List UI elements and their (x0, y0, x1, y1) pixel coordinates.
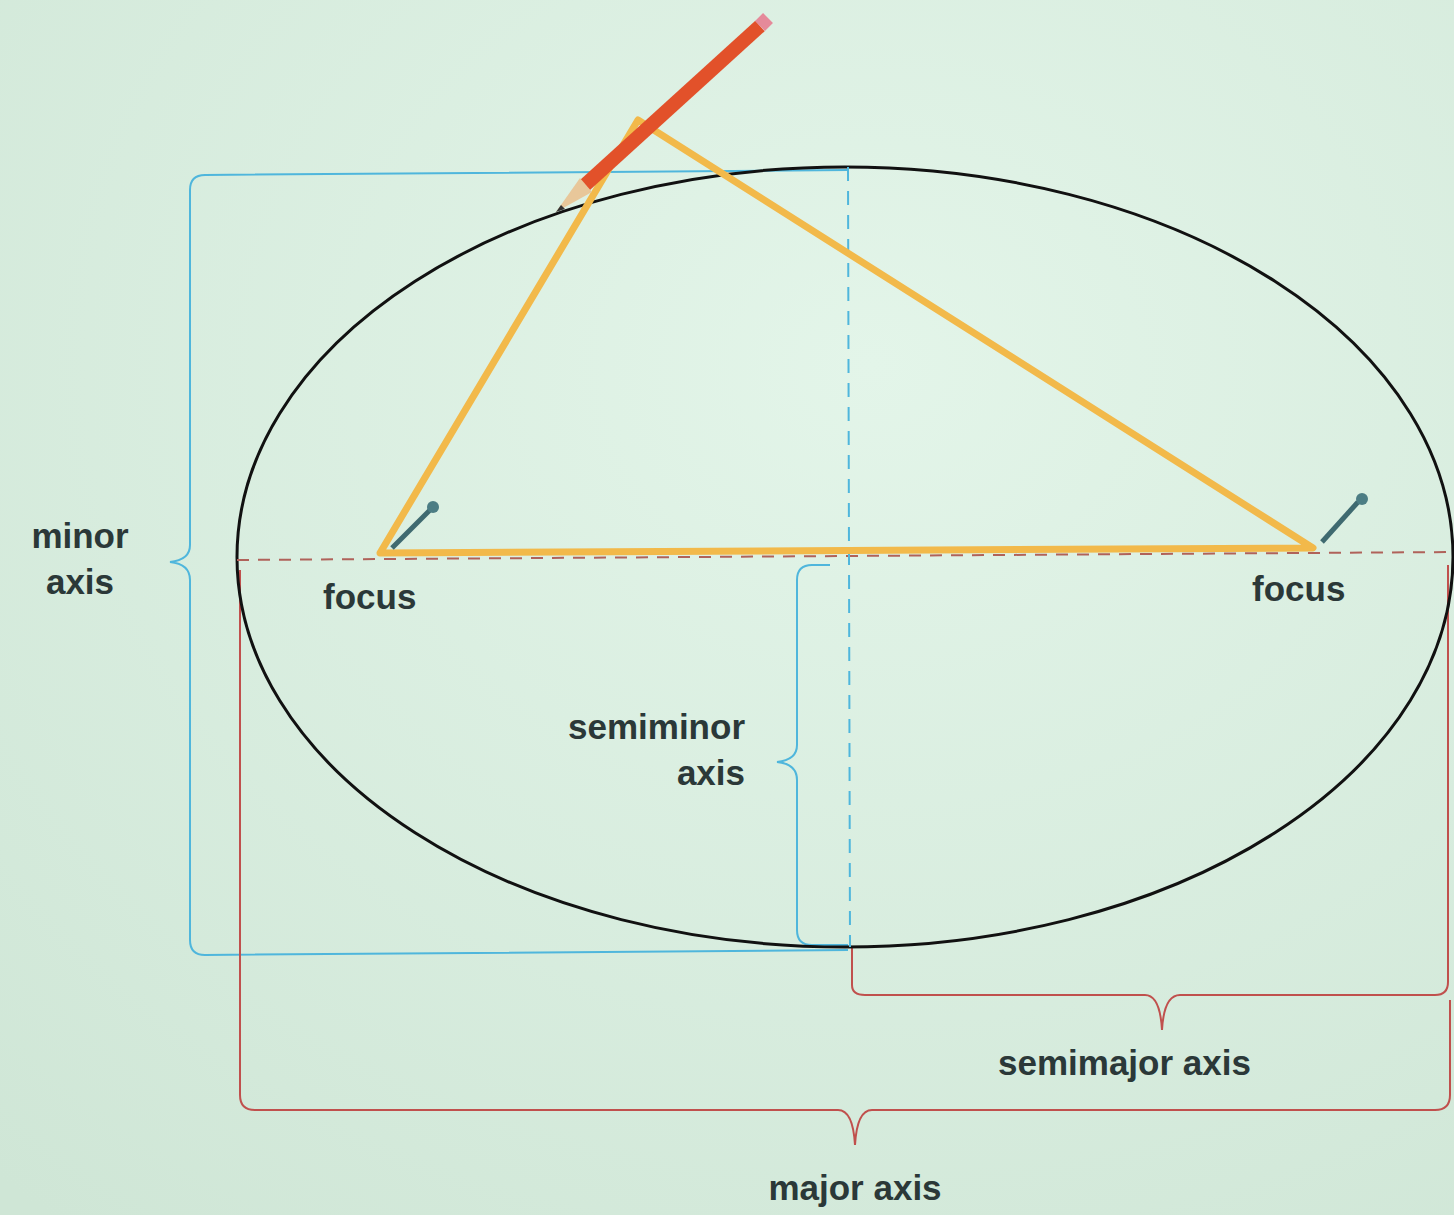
axis-label: semiminor axis (505, 704, 745, 795)
axis-label: major axis (700, 1165, 1010, 1211)
minor-axis-bracket (170, 170, 848, 955)
major-axis-bracket (240, 570, 1450, 1145)
semimajor-axis-bracket (852, 565, 1448, 1030)
minor-axis-line (848, 167, 850, 947)
nail (392, 501, 439, 548)
pencil (556, 18, 768, 212)
nail (1322, 493, 1368, 542)
semiminor-axis-bracket (777, 565, 848, 945)
focus-label: focus (323, 574, 416, 620)
string (380, 120, 1313, 553)
focus-label: focus (1252, 566, 1345, 612)
axis-label: semimajor axis (998, 1040, 1251, 1086)
axis-label: minor axis (10, 513, 150, 604)
ellipse (237, 167, 1453, 947)
